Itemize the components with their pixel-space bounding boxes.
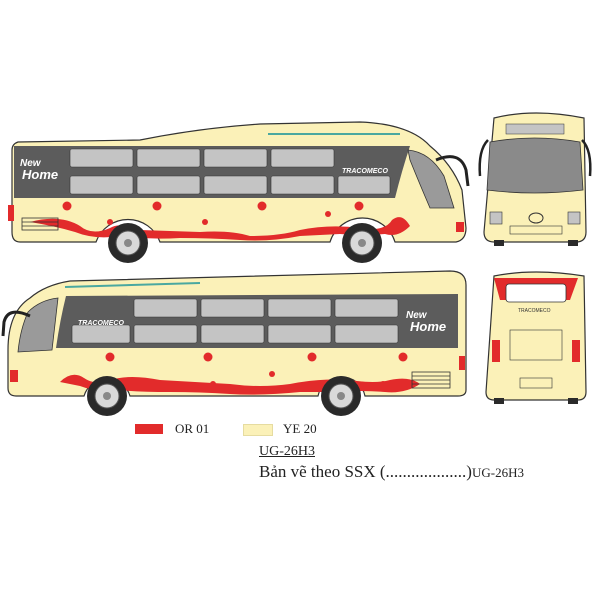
dot <box>354 201 364 211</box>
plate-area <box>519 377 553 389</box>
headlight <box>456 222 464 232</box>
windows-lower-row <box>71 324 399 344</box>
headlight <box>567 211 581 225</box>
logo-new: New <box>20 158 42 169</box>
caption-text: Bản vẽ theo SSX (...................) <box>259 462 472 481</box>
front-emblem <box>528 212 544 224</box>
window <box>334 324 399 344</box>
hub <box>337 392 345 400</box>
windshield <box>17 297 59 353</box>
window <box>69 148 134 168</box>
window <box>203 148 268 168</box>
bus-side-view-left: TRACOMECO New Home <box>1 270 467 416</box>
red-dots <box>105 352 408 387</box>
red-dots <box>62 201 364 225</box>
window <box>270 175 335 195</box>
windows-lower-row <box>69 175 391 195</box>
wheel-front <box>87 376 127 416</box>
rear-lamp <box>8 205 14 221</box>
hub <box>124 239 132 247</box>
destination-sign <box>505 123 565 135</box>
wheel-front <box>342 223 382 263</box>
logo-home: Home <box>22 167 58 182</box>
windows-upper-row <box>69 148 335 168</box>
manufacturer-logo: TRACOMECO <box>342 168 388 175</box>
window <box>200 298 265 318</box>
bus-rear-view: TRACOMECO <box>485 271 587 404</box>
dot <box>257 201 267 211</box>
dot <box>107 219 113 225</box>
side-mirror <box>1 310 31 337</box>
rear-hatch <box>509 329 563 361</box>
vent-grille <box>411 371 451 389</box>
legend-label-or01: OR 01 <box>175 421 210 436</box>
bus-side-view-right: New Home TRACOMECO <box>8 121 470 263</box>
roof-accent-line <box>64 282 201 288</box>
tyre <box>494 398 504 404</box>
dot <box>269 371 275 377</box>
dot <box>325 211 331 217</box>
legend-swatch-or01 <box>135 424 163 434</box>
headlight <box>10 370 18 382</box>
new-home-logo: New Home <box>20 158 58 182</box>
logo-new: New <box>406 310 428 321</box>
tyre <box>494 240 504 246</box>
dot <box>203 352 213 362</box>
rear-lamp <box>459 356 465 370</box>
dot <box>105 352 115 362</box>
window <box>203 175 268 195</box>
model-code: UG-26H3 <box>259 444 315 459</box>
window <box>71 324 131 344</box>
window <box>267 298 332 318</box>
windshield <box>486 137 584 194</box>
wheel-rear <box>108 223 148 263</box>
headlight <box>489 211 503 225</box>
mirror-right <box>581 139 592 177</box>
tyre <box>568 398 578 404</box>
mirror-left <box>478 139 489 177</box>
bus-body <box>485 271 587 401</box>
window <box>133 298 198 318</box>
logo-home: Home <box>410 319 446 334</box>
hub <box>358 239 366 247</box>
legend-swatch-ye20 <box>243 424 273 436</box>
tyre <box>568 240 578 246</box>
window <box>133 324 198 344</box>
bus-front-view <box>478 112 592 246</box>
tail-light-right <box>572 340 580 362</box>
windows-upper-row <box>133 298 399 318</box>
windshield <box>407 149 455 209</box>
grille <box>509 225 563 235</box>
rear-window <box>505 283 567 303</box>
dot <box>62 201 72 211</box>
window <box>334 298 399 318</box>
dot <box>307 352 317 362</box>
hub <box>103 392 111 400</box>
window <box>337 175 391 195</box>
caption: Bản vẽ theo SSX (...................)UG-… <box>259 462 524 482</box>
rear-brand: TRACOMECO <box>518 308 551 314</box>
side-mirror <box>435 155 470 187</box>
window <box>136 175 201 195</box>
caption-code: UG-26H3 <box>471 465 524 480</box>
window <box>69 175 134 195</box>
vent-grille <box>21 217 59 231</box>
vent <box>21 217 59 231</box>
legend-label-ye20: YE 20 <box>283 421 317 436</box>
dot <box>398 352 408 362</box>
window <box>136 148 201 168</box>
window <box>267 324 332 344</box>
wheel-rear <box>321 376 361 416</box>
window <box>200 324 265 344</box>
dot <box>202 219 208 225</box>
dot <box>152 201 162 211</box>
new-home-logo: New Home <box>406 310 446 334</box>
window <box>270 148 335 168</box>
manufacturer-logo: TRACOMECO <box>78 320 124 327</box>
tail-light-left <box>492 340 500 362</box>
